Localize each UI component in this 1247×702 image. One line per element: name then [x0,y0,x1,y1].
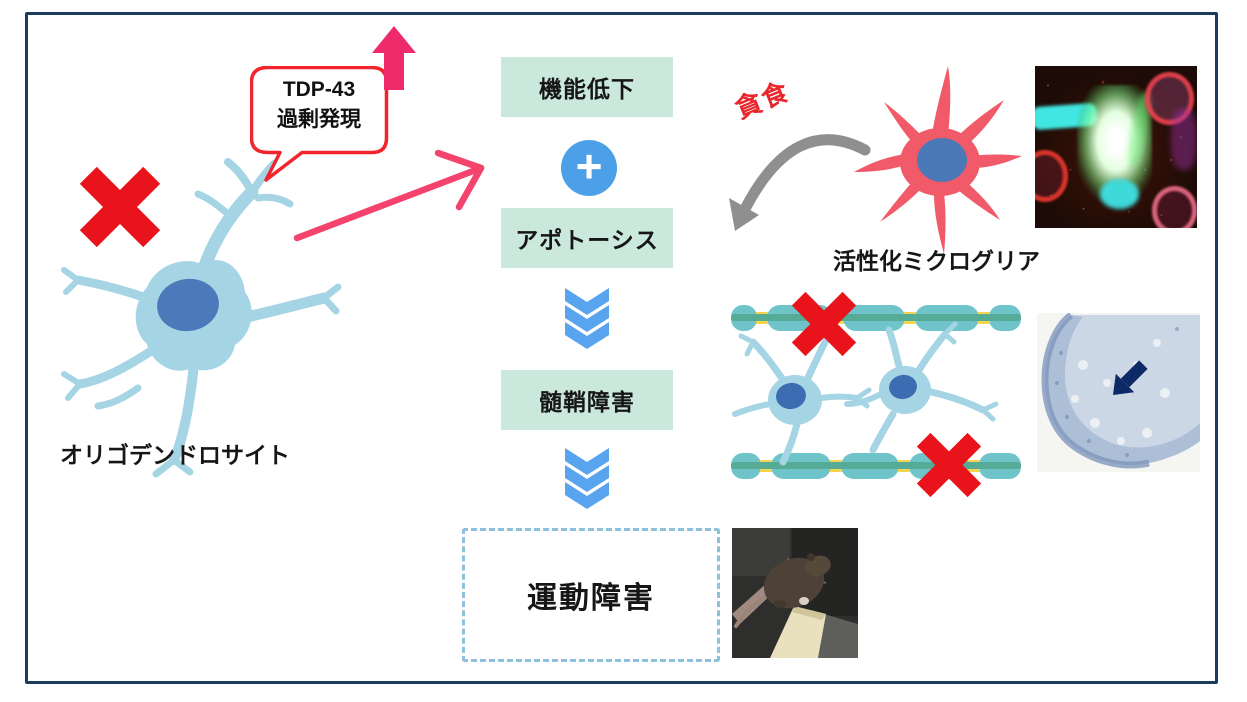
flow-box-function-decline: 機能低下 [501,57,673,117]
histology-arrow-icon [1112,360,1148,396]
speech-bubble: TDP-43 過剰発現 [249,65,390,188]
chevron-down-icon [565,448,609,509]
oligodendrocyte-label: オリゴデンドロサイト [60,442,290,468]
flow-box-label: 髄鞘障害 [539,389,635,415]
myelin-oligodendrocyte-a [732,326,872,466]
microglia-illustration [854,66,1022,254]
flow-box-myelin-damage: 髄鞘障害 [501,370,673,430]
oligodendrocyte-illustration [61,158,342,478]
bubble-line2: 過剰発現 [277,108,361,132]
myelinated-axon-top [731,305,1021,331]
flow-box-apoptosis: アポトーシス [501,208,673,268]
spinal-cord-section-image [1037,313,1200,472]
microglia-label: 活性化ミクログリア [833,248,1040,274]
bubble-text: TDP-43 過剰発現 [250,75,388,136]
flow-box-label: アポトーシス [515,227,659,253]
pointer-arrow [293,149,485,242]
bubble-line1: TDP-43 [282,78,356,101]
microglia-nucleus [917,138,967,182]
curved-arrow-icon [729,134,871,231]
mouse-beam-test-drawing [732,528,858,658]
fluorescence-purple-wisp [1171,108,1197,170]
chevron-down-icon [565,288,609,349]
red-x-icon [792,292,856,356]
mouse-beam-test-image [732,528,858,658]
oligodendrocyte-nucleus [157,278,219,332]
flow-box-motor-impairment: 運動障害 [462,528,720,662]
flow-box-label: 機能低下 [539,76,635,102]
red-x-icon [917,433,981,497]
myelin-oligodendrocyte-b [844,321,999,454]
up-arrow-icon [372,26,416,90]
flow-box-label: 運動障害 [527,582,655,615]
fluorescence-red-ring [1145,72,1195,125]
fluorescence-red-ring [1151,185,1197,228]
spinal-cord-section-drawing [1041,313,1200,469]
fluorescence-red-ring [1035,150,1068,203]
plus-icon: + [561,140,617,196]
microglia-micrograph-image [1035,66,1197,228]
red-x-icon [80,167,160,247]
fluorescence-cyan-blob [1099,179,1139,209]
diagram-frame [25,12,1218,684]
